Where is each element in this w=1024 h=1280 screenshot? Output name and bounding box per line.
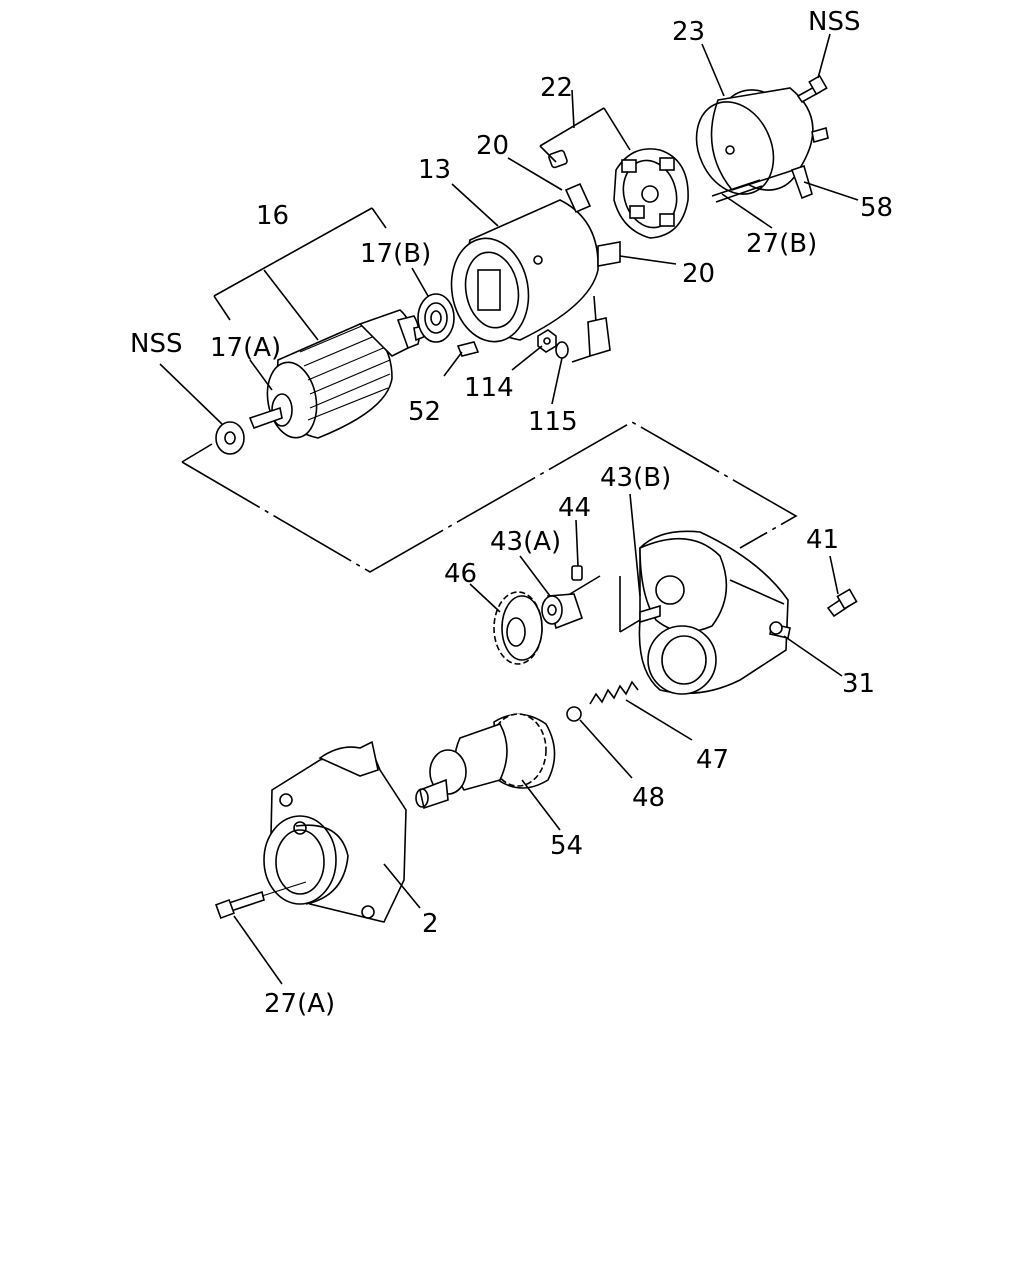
label-54: 54 [550, 831, 583, 861]
washer-nss-left [215, 421, 245, 455]
label-43a: 43(A) [490, 527, 561, 557]
bolt-part-31 [769, 621, 791, 639]
screw-nss-top [796, 74, 828, 104]
label-13: 13 [418, 155, 451, 185]
label-52: 52 [408, 397, 441, 427]
label-nss-top: NSS [808, 7, 860, 37]
shaft-part-43a [541, 593, 584, 630]
brush-spring-22 [548, 149, 568, 169]
label-20-top: 20 [476, 131, 509, 161]
label-23: 23 [672, 17, 705, 47]
label-2: 2 [422, 909, 439, 939]
label-46: 46 [444, 559, 477, 589]
through-bolt-27a [215, 881, 307, 919]
nut-part-114 [537, 329, 557, 353]
spring-part-47 [589, 680, 639, 705]
yoke-part-13 [450, 182, 621, 343]
label-114: 114 [464, 373, 514, 403]
bearing-part-17b [417, 293, 455, 343]
label-31: 31 [842, 669, 875, 699]
label-16: 16 [256, 201, 289, 231]
label-47: 47 [696, 745, 729, 775]
label-20-right: 20 [682, 259, 715, 289]
center-housing-part-43b [638, 530, 789, 695]
gear-part-46 [493, 591, 543, 665]
label-58: 58 [860, 193, 893, 223]
through-bolt-27b [711, 179, 763, 203]
front-housing-part-2 [263, 740, 407, 923]
washer-part-115 [555, 341, 569, 359]
label-17b: 17(B) [360, 239, 431, 269]
label-17a: 17(A) [210, 333, 281, 363]
label-44: 44 [558, 493, 591, 523]
label-27b: 27(B) [746, 229, 817, 259]
label-41: 41 [806, 525, 839, 555]
label-43b: 43(B) [600, 463, 671, 493]
label-115: 115 [528, 407, 578, 437]
rear-cover-part-23 [695, 87, 829, 200]
armature-part-16 [248, 309, 427, 439]
brush-holder-part-22 [613, 148, 689, 239]
terminal-lead [571, 295, 611, 363]
pinion-clutch-part-54 [415, 713, 556, 810]
bracket-16 [213, 207, 387, 341]
label-27a: 27(A) [264, 989, 335, 1019]
ball-part-48 [566, 706, 582, 722]
leader-lines [159, 33, 859, 985]
label-nss-left: NSS [130, 329, 182, 359]
bracket-22 [539, 89, 631, 163]
screw-part-41 [826, 588, 858, 618]
pin-part-44 [571, 565, 583, 581]
label-48: 48 [632, 783, 665, 813]
label-22: 22 [540, 73, 573, 103]
